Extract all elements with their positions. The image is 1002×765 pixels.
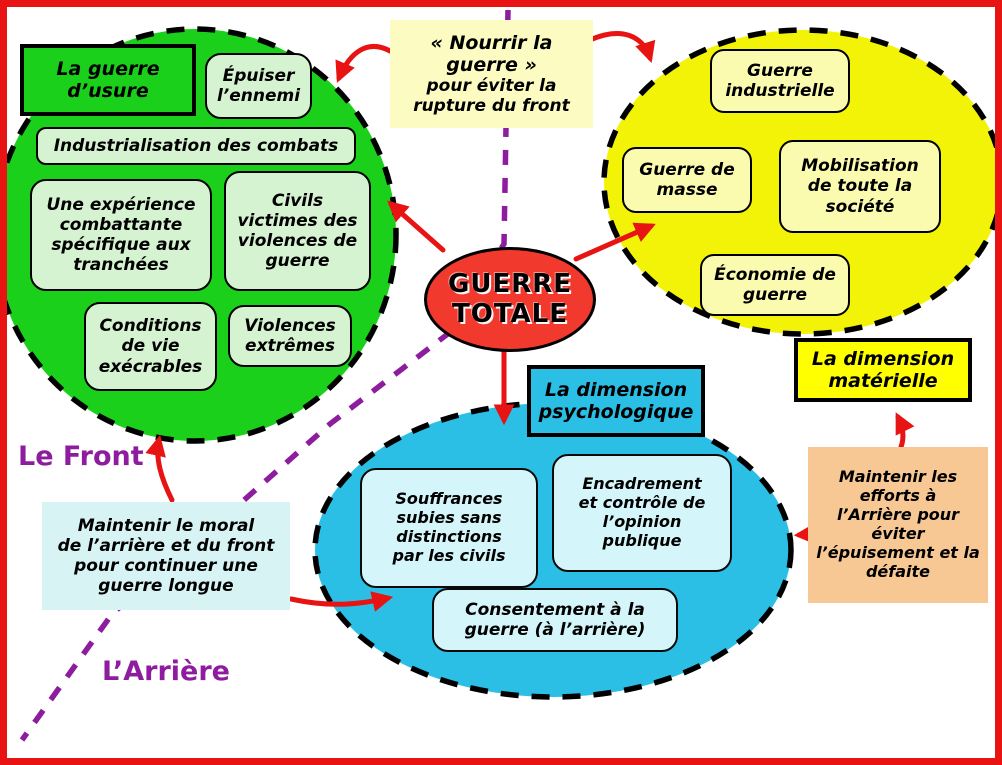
- arrow-center-to-material: [573, 222, 656, 262]
- nourrir-subtitle: pour éviter la rupture du front: [413, 76, 570, 117]
- header-dimension-psychologique: La dimension psychologique: [527, 365, 705, 437]
- zone-label-le-front: Le Front: [18, 441, 144, 472]
- arrow-moral-to-psych: [288, 591, 394, 612]
- node-epuiser-ennemi: Épuiser l’ennemi: [205, 53, 312, 119]
- arrow-moral-to-front: [145, 434, 175, 503]
- node-encadrement-opinion: Encadrement et contrôle de l’opinion pub…: [552, 454, 732, 572]
- node-souffrances-civils: Souffrances subies sans distinctions par…: [360, 468, 538, 588]
- arrow-center-to-front: [387, 200, 446, 253]
- node-economie-de-guerre: Économie de guerre: [700, 254, 850, 316]
- node-guerre-industrielle: Guerre industrielle: [710, 49, 850, 113]
- node-industrialisation-combats: Industrialisation des combats: [36, 127, 356, 165]
- node-nourrir-la-guerre: « Nourrir la guerre » pour éviter la rup…: [390, 20, 593, 128]
- node-mobilisation-societe: Mobilisation de toute la société: [779, 140, 941, 233]
- note-maintenir-le-moral: Maintenir le moral de l’arrière et du fr…: [42, 502, 290, 610]
- node-civils-victimes: Civils victimes des violences de guerre: [224, 171, 371, 291]
- node-guerre-totale: GUERRE TOTALE: [424, 247, 596, 352]
- node-conditions-de-vie: Conditions de vie exécrables: [84, 302, 217, 391]
- arrow-note-to-front: [335, 44, 395, 83]
- header-guerre-usure: La guerre d’usure: [20, 44, 196, 116]
- zone-label-arriere: L’Arrière: [102, 656, 230, 687]
- front-arriere-divider-dashed-line: [19, 9, 511, 742]
- node-violences-extremes: Violences extrêmes: [228, 305, 352, 367]
- arrow-efforts-to-material-header: [895, 412, 915, 450]
- node-guerre-de-masse: Guerre de masse: [622, 147, 752, 213]
- arrow-note-to-material: [587, 31, 656, 64]
- node-consentement-guerre: Consentement à la guerre (à l’arrière): [432, 588, 678, 652]
- header-dimension-materielle: La dimension matérielle: [794, 338, 972, 402]
- nourrir-title: « Nourrir la guerre »: [430, 31, 553, 76]
- node-experience-combattante: Une expérience combattante spécifique au…: [30, 179, 212, 291]
- note-maintenir-les-efforts: Maintenir les efforts à l’Arrière pour é…: [808, 447, 988, 603]
